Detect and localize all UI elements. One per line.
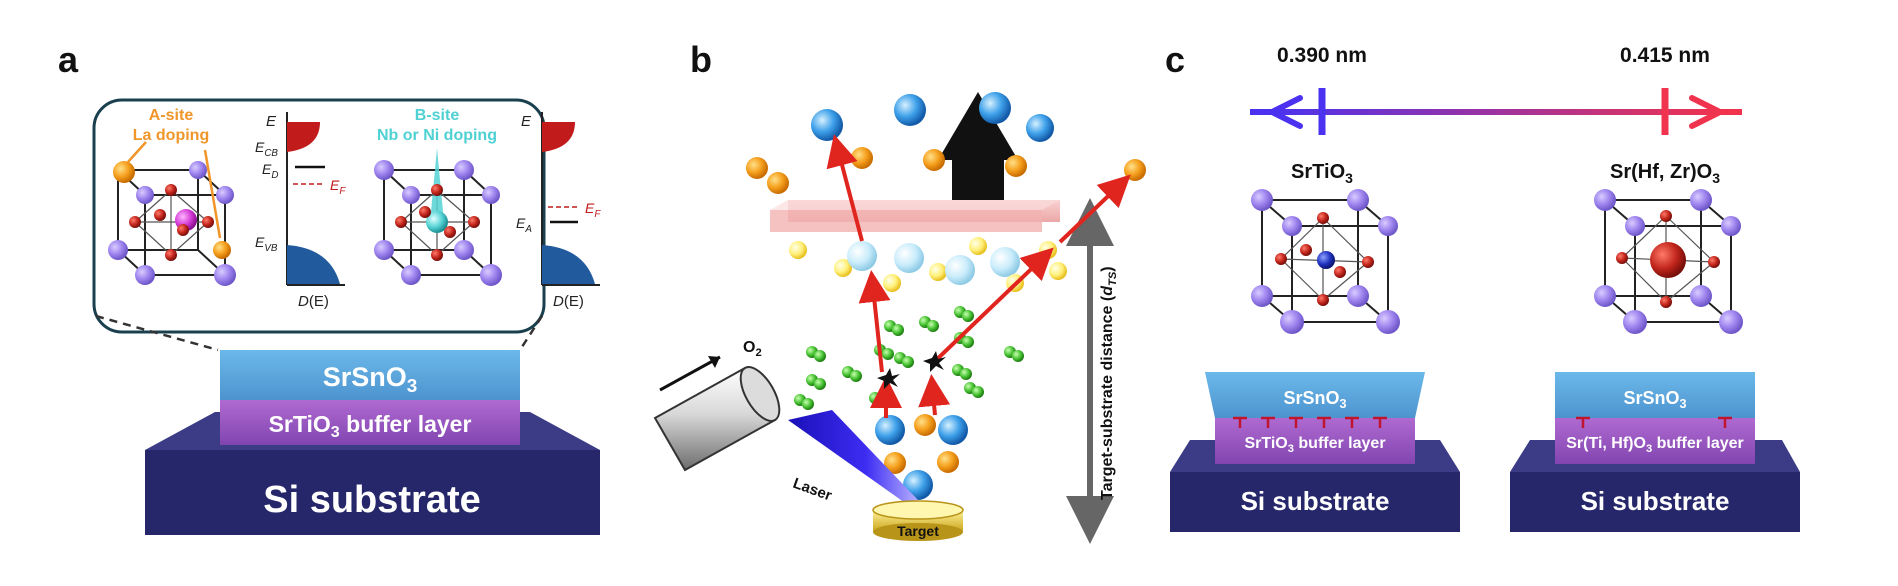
e-cb-label: ECB (255, 139, 278, 159)
film-label-a: SrSnO3 (323, 362, 418, 397)
crystal-srtio3 (1251, 189, 1400, 334)
buffer-layer-a: SrTiO3 buffer layer (220, 400, 520, 445)
panel-b: b Target-substrate distance (dTS) (653, 39, 1146, 544)
plume-particles-bottom (875, 414, 968, 500)
axis-e-1: E (266, 113, 277, 130)
conduction-band-1 (287, 122, 320, 152)
plume-particles-top (746, 92, 1146, 194)
buffer-label-c-right: Sr(Ti, Hf)O3 buffer layer (1566, 435, 1744, 455)
dislocations-right (1576, 416, 1732, 428)
e-a-label: EA (516, 215, 532, 235)
a-site-label-2: La doping (133, 127, 209, 144)
valence-band-1 (287, 245, 340, 284)
b-site-label-2: Nb or Ni doping (377, 127, 497, 144)
oxygen-molecules (794, 306, 1024, 410)
valence-band-2 (542, 245, 595, 284)
film-label-c-right: SrSnO3 (1623, 388, 1686, 411)
conduction-band-2 (542, 122, 575, 152)
dos-plot-2: E EF EA D(E) (516, 112, 601, 310)
collision-sparks (877, 351, 946, 389)
axis-e-2: E (521, 113, 532, 130)
dos-plot-1: E ECB ED EF EVB D(E) (255, 112, 346, 310)
e-f-label-2: EF (585, 200, 601, 220)
substrate-label-c-left: Si substrate (1241, 486, 1390, 516)
lattice-arrow (1250, 88, 1742, 135)
a-site-label-1: A-site (149, 107, 194, 124)
target-disk: Target (872, 500, 964, 541)
panel-a: a Si substrate SrTiO3 buffer layer SrSnO… (58, 39, 601, 535)
substrate-plate (770, 200, 1060, 232)
zoom-line-right (518, 315, 544, 351)
oxygen-nozzle: O2 (653, 339, 781, 472)
buffer-label-a: SrTiO3 buffer layer (269, 411, 472, 441)
axis-d-2: D(E) (553, 293, 584, 310)
panel-c-label: c (1165, 39, 1185, 80)
srsno3-film-a: SrSnO3 (220, 350, 520, 400)
crystal-b-site: B-site Nb or Ni doping (374, 107, 502, 286)
b-site-label-1: B-site (415, 107, 460, 124)
e-vb-label: EVB (255, 234, 278, 254)
ti-atom (1317, 251, 1335, 269)
crystal-a-site: A-site La doping (108, 107, 236, 286)
panel-b-label: b (690, 39, 712, 80)
trajectory-arrows (826, 134, 1131, 418)
lattice-left-label: 0.390 nm (1277, 44, 1367, 67)
laser-beam (788, 410, 918, 505)
substrate-label-c-right: Si substrate (1581, 486, 1730, 516)
dopant-atom-b (426, 211, 448, 233)
la-atom (113, 161, 135, 183)
crystal-left-label: SrTiO3 (1291, 161, 1353, 186)
zoom-line-left (95, 314, 219, 352)
hf-zr-atom (1650, 242, 1686, 278)
lattice-right-label: 0.415 nm (1620, 44, 1710, 67)
o2-label: O2 (743, 339, 762, 359)
panel-c: c 0.390 nm 0.415 nm SrTiO3 Sr(Hf, Zr)O3 (1165, 39, 1800, 532)
distance-label: Target-substrate distance (dTS) (1099, 266, 1119, 500)
deposit-particles (789, 237, 1067, 292)
crystal-srhfzro3 (1594, 189, 1743, 334)
buffer-label-c-left: SrTiO3 buffer layer (1244, 435, 1385, 455)
e-f-label-1: EF (330, 177, 346, 197)
laser-label: Laser (791, 475, 835, 505)
panel-a-label: a (58, 39, 79, 80)
e-d-label: ED (262, 161, 278, 181)
film-label-c-left: SrSnO3 (1283, 388, 1346, 411)
exhaust-arrow (938, 92, 1018, 200)
axis-d-1: D(E) (298, 293, 329, 310)
substrate-label-a: Si substrate (263, 479, 481, 521)
stack-right: Si substrate Sr(Ti, Hf)O3 buffer layer S… (1510, 372, 1800, 532)
target-label: Target (897, 523, 939, 539)
stack-left: Si substrate SrTiO3 buffer layer SrSnO3 (1170, 372, 1460, 532)
dislocations-left (1233, 416, 1387, 428)
crystal-right-label: Sr(Hf, Zr)O3 (1610, 161, 1720, 186)
